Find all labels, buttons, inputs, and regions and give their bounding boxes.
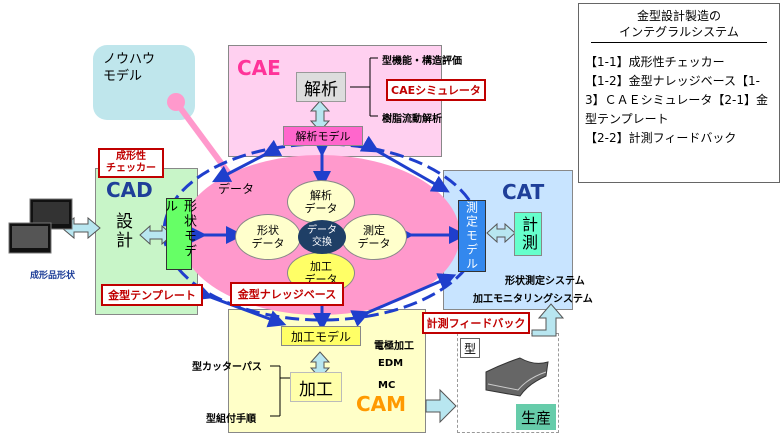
legend-body: 【1-1】成形性チェッカー 【1-2】金型ナレッジベース【1-3】ＣＡＥシミュレ… bbox=[585, 55, 768, 145]
cae-model: 解析モデル bbox=[283, 126, 363, 146]
cam-label-edm: 電極加工 bbox=[374, 341, 414, 352]
cad-shape-model: 形状モデル bbox=[162, 198, 196, 270]
shape-data: 形状 データ bbox=[235, 214, 301, 260]
legend-title: 金型設計製造の インテグラルシステム bbox=[591, 8, 767, 43]
mold-template-box: 金型テンプレート bbox=[101, 284, 203, 306]
cat-label-2: 加工モニタリングシステム bbox=[473, 294, 593, 305]
cam-title: CAM bbox=[356, 392, 407, 416]
arrow-sw bbox=[193, 283, 287, 328]
measure-feedback-box: 計測フィードバック bbox=[422, 312, 530, 334]
arrow-ne bbox=[359, 135, 450, 193]
mold-label: 型 bbox=[460, 338, 480, 358]
knowhow-connector-knob bbox=[167, 93, 185, 111]
cam-process: 加工 bbox=[290, 372, 342, 402]
cam-label-cutter: 型カッターパス bbox=[192, 362, 262, 373]
data-label: データ bbox=[218, 182, 255, 196]
cad-title: CAD bbox=[106, 178, 153, 202]
monitor-icon bbox=[8, 198, 73, 254]
cat-measure: 計測 bbox=[514, 212, 542, 256]
cae-label-bottom: 樹脂流動解析 bbox=[382, 114, 442, 125]
measure-data: 測定 データ bbox=[341, 214, 407, 260]
cam-label-assembly: 型組付手順 bbox=[206, 414, 256, 425]
cam-label-edm2: EDM bbox=[378, 358, 404, 369]
arrow-production-cat bbox=[531, 303, 565, 337]
cam-process-model: 加工モデル bbox=[281, 326, 361, 346]
product-shape-label: 成形品形状 bbox=[30, 271, 76, 281]
production-label: 生産 bbox=[516, 404, 556, 430]
arrow-se bbox=[350, 273, 457, 327]
cae-label-top: 型機能・構造評価 bbox=[382, 56, 462, 67]
arrow-nw bbox=[212, 139, 283, 183]
cae-simulator-box: CAEシミュレータ bbox=[386, 79, 486, 101]
data-exchange: データ 交換 bbox=[298, 220, 346, 254]
cad-design: 設計 bbox=[112, 212, 132, 250]
cam-label-mc: MC bbox=[378, 380, 396, 391]
cat-label-1: 形状測定システム bbox=[505, 276, 585, 287]
mold-knowledge-base-box: 金型ナレッジベース bbox=[230, 282, 344, 306]
cae-analysis: 解析 bbox=[296, 72, 346, 102]
cat-title: CAT bbox=[502, 180, 545, 204]
arrow-measure-to-count bbox=[486, 222, 516, 244]
cat-measure-model: 測定モデル bbox=[458, 200, 486, 272]
legend-box: 金型設計製造の インテグラルシステム 【1-1】成形性チェッカー 【1-2】金型… bbox=[578, 3, 780, 183]
cae-title: CAE bbox=[237, 56, 281, 80]
moldability-checker-box: 成形性 チェッカー bbox=[98, 148, 164, 178]
arrow-cam-production bbox=[425, 388, 457, 424]
analysis-data: 解析 データ bbox=[287, 180, 355, 224]
